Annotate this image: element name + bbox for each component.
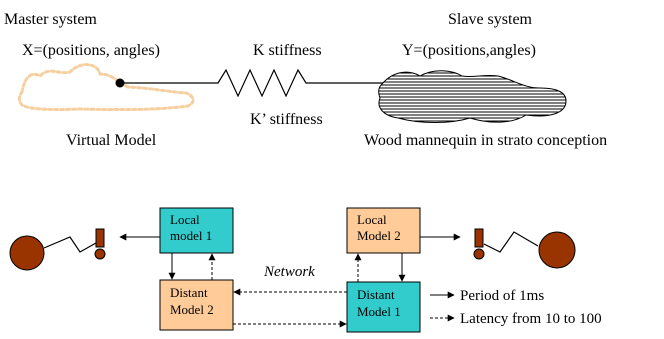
distant-model-1-line2: Model 1 [357,304,401,319]
local-model-2-box: Local Model 2 [346,207,421,254]
legend-dashed-label: Latency from 10 to 100 [460,311,602,327]
slave-system-label: Slave system [448,11,533,28]
legend-solid-label: Period of 1ms [460,288,544,304]
wood-mannequin-shape [378,70,567,123]
spring-icon [120,68,432,98]
virtual-model-label: Virtual Model [66,132,157,149]
local-model-2-line1: Local [357,212,387,227]
left-haptic-device-icon [9,228,106,271]
distant-model-1-box: Distant Model 1 [346,281,421,333]
k-stiffness-label: K stiffness [253,42,322,59]
local-model-2-line2: Model 2 [357,228,401,243]
distant-model-2-box: Distant Model 2 [159,279,234,331]
local-model-1-line1: Local [170,212,200,227]
distant-model-1-line1: Distant [357,287,395,302]
master-system-label: Master system [4,11,97,28]
y-variable-label: Y=(positions,angles) [402,42,536,59]
right-haptic-device-icon [473,228,576,269]
network-label: Network [263,264,315,280]
wood-mannequin-label: Wood mannequin in strato conception [364,132,607,149]
k-prime-stiffness-label: K’ stiffness [250,111,323,128]
distant-model-2-line2: Model 2 [170,302,214,317]
virtual-model-shape [17,63,195,112]
distant-model-2-line1: Distant [170,285,208,300]
x-variable-label: X=(positions, angles) [22,42,160,59]
local-model-1-line2: model 1 [170,228,212,243]
local-model-1-box: Local model 1 [159,207,234,254]
